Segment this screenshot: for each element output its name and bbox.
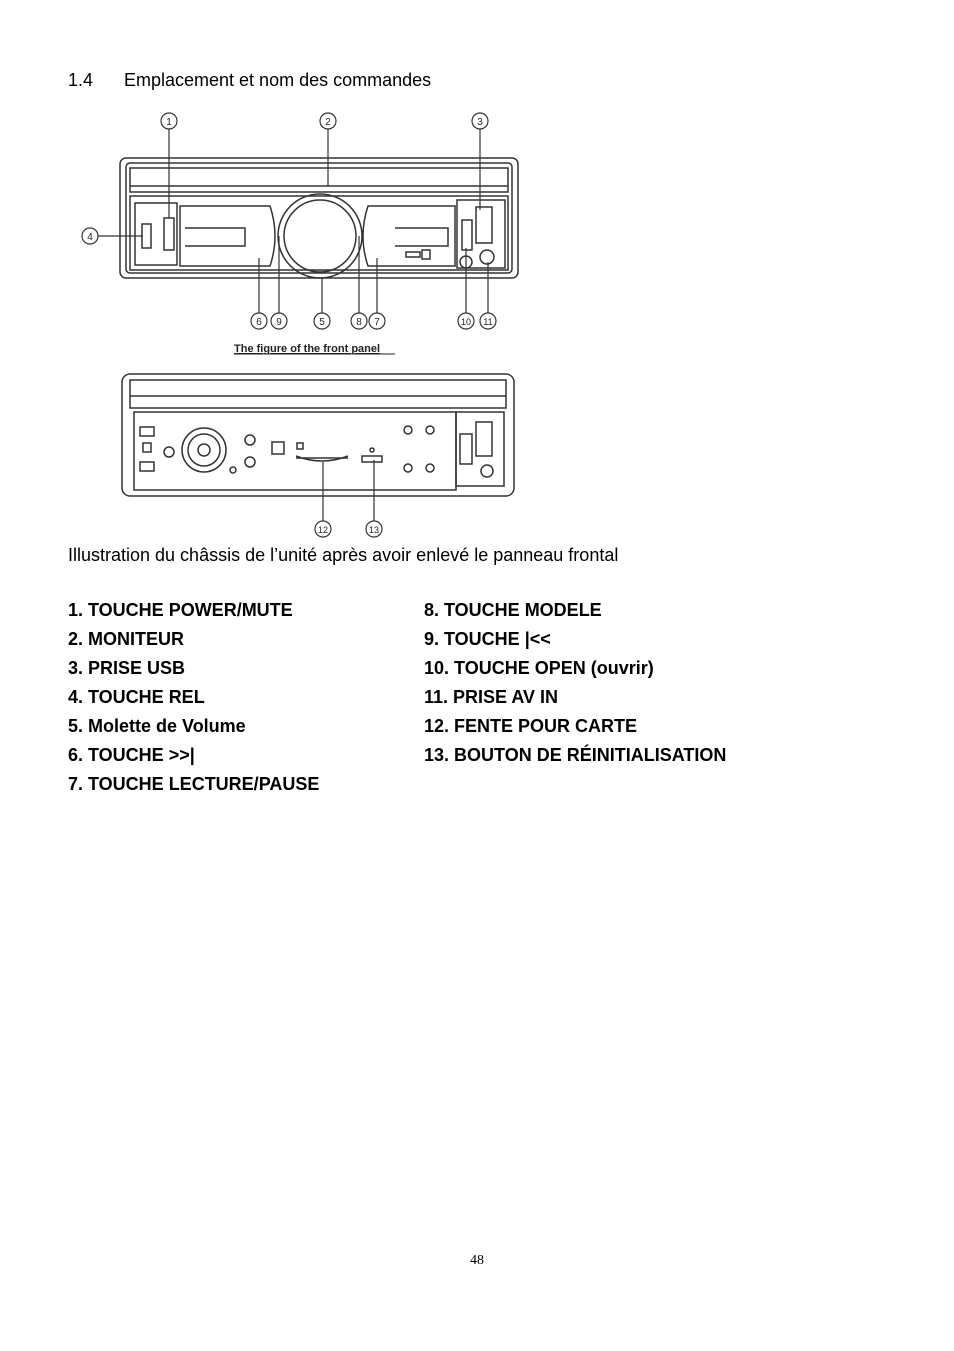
callout-12: 12 (318, 525, 328, 535)
chassis-body (121, 373, 515, 497)
legend-item: 11. PRISE AV IN (424, 687, 559, 707)
volume-knob-inner (283, 199, 357, 273)
section-title: Emplacement et nom des commandes (124, 70, 432, 90)
power-button-shape (163, 217, 175, 251)
legend-item: 4. TOUCHE REL (68, 687, 205, 707)
callout-8: 8 (356, 317, 362, 328)
chassis-caption: Illustration du châssis de l’unité après… (68, 545, 619, 565)
monitor-strip (129, 167, 509, 193)
chassis-fan (181, 427, 227, 473)
callout-5: 5 (319, 317, 325, 328)
section-number: 1.4 (68, 70, 94, 90)
legend-item: 9. TOUCHE |<< (424, 629, 551, 649)
legend-left-column: 1. TOUCHE POWER/MUTE 2. MONITEUR 3. PRIS… (68, 596, 319, 799)
legend-item: 1. TOUCHE POWER/MUTE (68, 600, 293, 620)
usb-port-shape (475, 206, 493, 244)
legend-item: 10. TOUCHE OPEN (ouvrir) (424, 658, 654, 678)
legend-item: 8. TOUCHE MODELE (424, 600, 602, 620)
front-panel-caption: The figure of the front panel (234, 343, 380, 355)
av-in-shape (479, 249, 495, 265)
callout-10: 10 (461, 317, 471, 327)
legend-item: 7. TOUCHE LECTURE/PAUSE (68, 774, 320, 794)
volume-knob-outer (277, 193, 363, 279)
callout-6: 6 (256, 317, 262, 328)
callout-11: 11 (483, 317, 492, 327)
callout-4: 4 (87, 232, 93, 243)
callout-2: 2 (325, 117, 331, 128)
rel-button-shape (141, 223, 152, 249)
section-heading: 1.4 Emplacement et nom des commandes (68, 70, 431, 91)
legend-item: 3. PRISE USB (68, 658, 186, 678)
reset-button-shape (361, 455, 383, 463)
legend-item: 2. MONITEUR (68, 629, 185, 649)
callout-1: 1 (166, 117, 172, 128)
callout-9: 9 (276, 317, 282, 328)
callout-7: 7 (374, 317, 380, 328)
page-number: 48 (470, 1253, 484, 1268)
legend-item: 12. FENTE POUR CARTE (424, 716, 638, 736)
front-panel-figure: 1 2 3 4 6 9 5 8 7 10 11 The figure of th… (81, 112, 519, 538)
legend-item: 5. Molette de Volume (68, 716, 246, 736)
legend-item: 13. BOUTON DE RÉINITIALISATION (424, 745, 727, 765)
open-button-shape (461, 219, 473, 251)
legend-right-column: 8. TOUCHE MODELE 9. TOUCHE |<< 10. TOUCH… (424, 596, 726, 770)
callout-3: 3 (477, 117, 483, 128)
legend-item: 6. TOUCHE >>| (68, 745, 195, 765)
callout-13: 13 (369, 525, 379, 535)
